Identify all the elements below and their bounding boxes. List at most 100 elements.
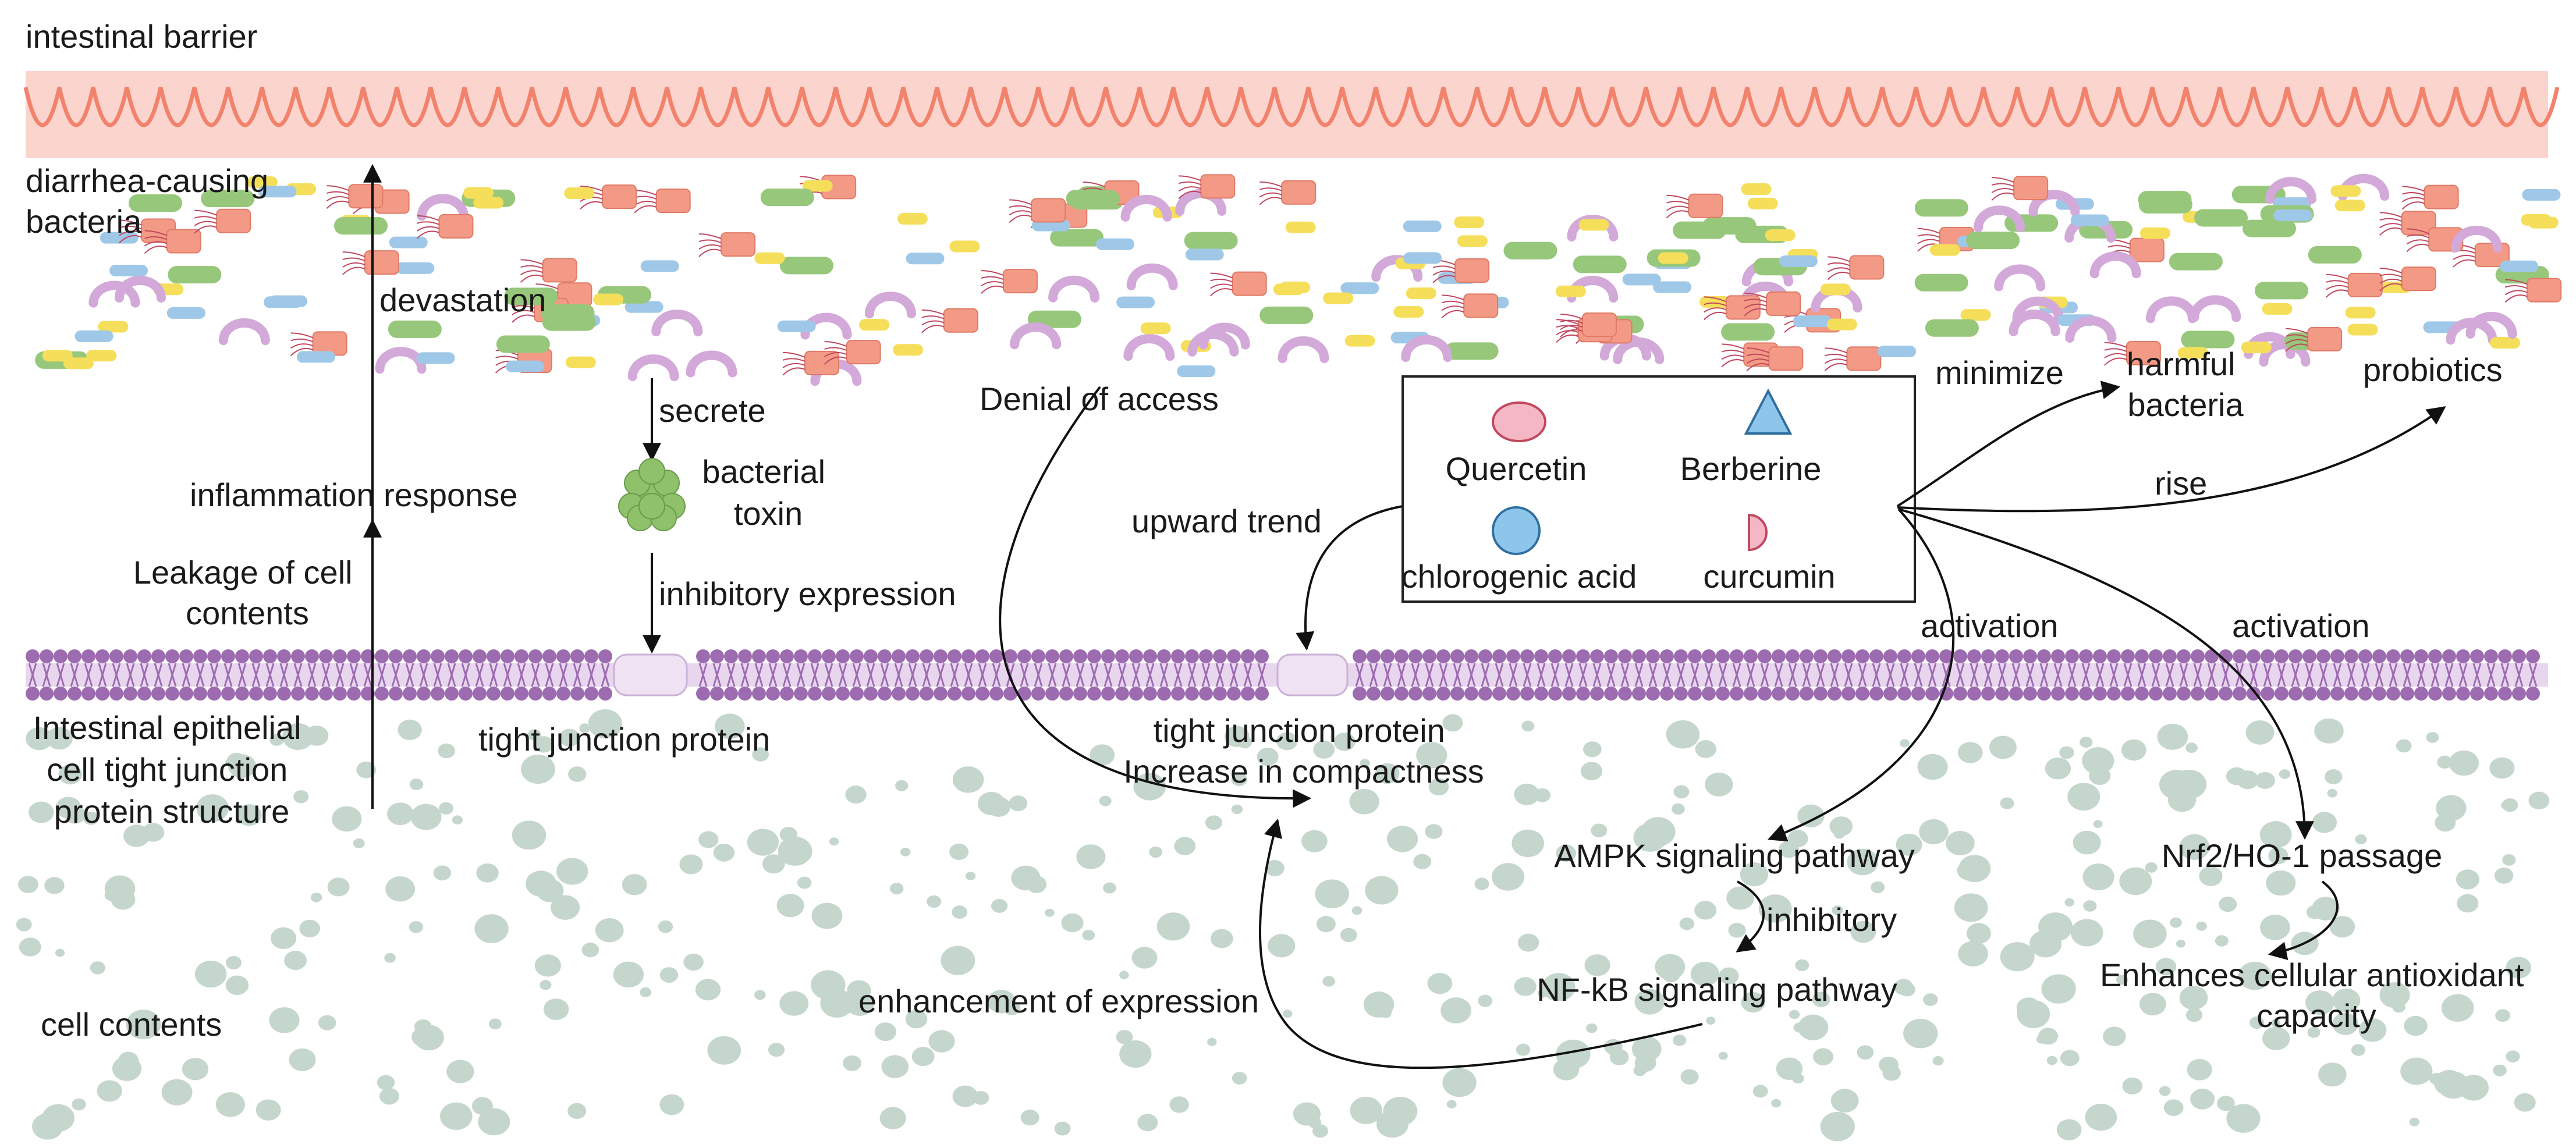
lipid-head xyxy=(934,687,948,701)
cell-content-dot xyxy=(2089,766,2111,786)
lipid-head xyxy=(235,687,249,701)
lipid-head xyxy=(696,649,710,663)
lipid-head xyxy=(1730,649,1744,663)
cell-content-dot xyxy=(2506,957,2532,979)
harmful-bacterium xyxy=(416,214,474,239)
cell-content-dot xyxy=(2259,821,2292,848)
cell-content-dot xyxy=(2312,812,2337,833)
harmful-bacterium xyxy=(1991,176,2049,201)
cell-content-dot xyxy=(409,779,424,791)
lipid-head xyxy=(501,687,515,701)
lipid-head xyxy=(2372,687,2386,701)
intestinal-barrier-label: intestinal barrier xyxy=(26,18,257,55)
lipid-head xyxy=(473,687,487,701)
lipid-head xyxy=(1241,649,1255,663)
cell-content-dot xyxy=(1045,908,1055,917)
lipid-head xyxy=(989,687,1003,701)
lipid-head xyxy=(1800,687,1814,701)
cell-content-dot xyxy=(1082,929,1095,941)
commensal-bacterium xyxy=(1177,365,1216,378)
commensal-bacterium xyxy=(892,344,923,356)
cell-content-dot xyxy=(377,1075,395,1090)
cell-content-dot xyxy=(695,979,721,1001)
cell-content-dot xyxy=(559,728,580,747)
harmful-bacterium xyxy=(1209,271,1267,297)
cell-content-dot xyxy=(226,752,247,770)
commensal-bacterium xyxy=(416,352,455,364)
lipid-head xyxy=(2470,687,2484,701)
cell-content-dot xyxy=(478,1108,510,1136)
lipid-head xyxy=(961,649,975,663)
lipid-head xyxy=(2009,649,2023,663)
cell-content-dot xyxy=(440,1102,473,1130)
cell-content-dot xyxy=(1210,929,1233,948)
lipid-head xyxy=(1213,687,1227,701)
harmful-bacterium xyxy=(2504,278,2562,303)
enhancement-of-expression-label: enhancement of expression xyxy=(858,983,1259,1019)
lipid-head xyxy=(165,649,179,663)
lipid-head xyxy=(1576,687,1590,701)
cell-content-dot xyxy=(2314,718,2344,744)
lipid-head xyxy=(1911,687,1925,701)
cell-content-dot xyxy=(2305,990,2334,1015)
cell-content-dot xyxy=(520,754,555,784)
lipid-head xyxy=(2442,649,2456,663)
lipid-head xyxy=(137,649,151,663)
lipid-head xyxy=(2526,649,2540,663)
commensal-bacterium xyxy=(2241,342,2272,354)
cell-content-dot xyxy=(1413,854,1432,869)
cell-content-dot xyxy=(2279,769,2291,779)
chlorogenic-acid-icon xyxy=(1492,506,1541,555)
lipid-head xyxy=(1967,649,1981,663)
lipid-head xyxy=(2330,649,2344,663)
cell-content-dot xyxy=(1813,1048,1834,1066)
lipid-head xyxy=(1995,687,2009,701)
lipid-head xyxy=(26,649,40,663)
cell-content-dot xyxy=(2318,1062,2347,1087)
cell-content-dot xyxy=(1425,824,1443,839)
curcumin-label: curcumin xyxy=(1703,558,1835,595)
cell-content-dot xyxy=(1609,1049,1629,1065)
cell-content-dot xyxy=(1758,894,1792,923)
lipid-head xyxy=(2484,687,2498,701)
cell-content-dot xyxy=(1090,744,1115,766)
lipid-head xyxy=(1772,687,1786,701)
lipid-head xyxy=(1897,687,1911,701)
cell-content-dot xyxy=(2238,961,2272,990)
cell-content-dot xyxy=(713,843,735,862)
cell-content-dot xyxy=(2176,939,2186,948)
cell-content-dot xyxy=(2196,921,2207,931)
cell-content-dot xyxy=(2122,1077,2142,1095)
commensal-bacterium xyxy=(859,319,890,331)
cell-content-dot xyxy=(1257,747,1279,766)
cell-content-dot xyxy=(1882,1065,1901,1081)
cell-content-dot xyxy=(1521,720,1535,732)
lipid-head xyxy=(2051,687,2065,701)
cell-content-dot xyxy=(1360,759,1370,767)
cell-content-dot xyxy=(659,967,679,983)
cell-content-dot xyxy=(1820,1111,1855,1142)
lipid-head xyxy=(2414,687,2428,701)
cell-content-dot xyxy=(398,719,422,740)
cell-content-dot xyxy=(476,863,499,883)
lipid-head xyxy=(752,649,766,663)
cell-content-dot xyxy=(2103,1026,2126,1047)
cell-content-dot xyxy=(44,877,65,894)
diarrhea-bacteria-label: diarrhea-causing bacteria xyxy=(26,162,278,240)
lipid-head xyxy=(766,649,780,663)
cell-content-dot xyxy=(2332,1012,2359,1035)
lipid-head xyxy=(1129,649,1143,663)
lipid-head xyxy=(1925,649,1939,663)
cell-content-dot xyxy=(1666,720,1700,749)
cell-content-dot xyxy=(1894,979,1914,996)
cell-content-dot xyxy=(1428,778,1449,796)
lipid-head xyxy=(1702,687,1716,701)
cell-content-dot xyxy=(2139,993,2166,1016)
harmful-bacterium xyxy=(2325,272,2383,298)
lipid-head xyxy=(989,649,1003,663)
lipid-head xyxy=(2428,649,2442,663)
cell-content-dot xyxy=(327,877,350,897)
cell-content-dot xyxy=(55,797,81,819)
cell-content-dot xyxy=(104,875,136,902)
cell-content-dot xyxy=(1478,994,1493,1007)
